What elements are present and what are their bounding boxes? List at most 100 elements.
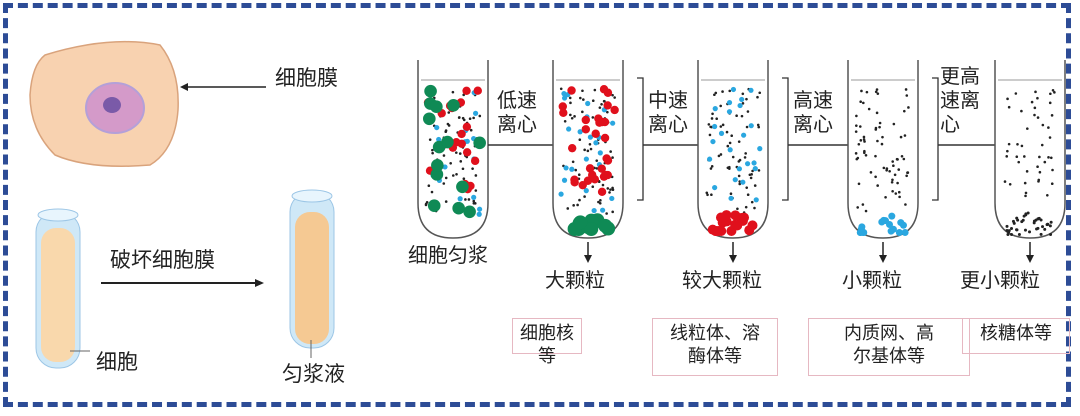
speed-label: 高速 xyxy=(793,88,833,112)
small-particle xyxy=(855,157,859,161)
small-particle xyxy=(874,175,877,179)
small-particle xyxy=(1049,156,1053,160)
red-particle xyxy=(567,86,576,95)
small-particle xyxy=(431,148,434,152)
ribosome-pellet xyxy=(1043,227,1047,231)
small-particle xyxy=(611,156,614,159)
blue-particle xyxy=(610,120,616,126)
blue-particle xyxy=(753,197,759,203)
small-particle xyxy=(1043,160,1047,164)
small-particle xyxy=(719,153,723,156)
small-particle xyxy=(903,134,907,137)
small-particle xyxy=(467,198,471,201)
small-particle xyxy=(454,151,458,154)
microsome-pellet xyxy=(886,220,894,228)
small-particle xyxy=(611,186,614,190)
small-particle xyxy=(459,160,463,163)
red-particle xyxy=(558,102,567,111)
small-particle xyxy=(744,152,747,155)
small-particle xyxy=(444,130,448,134)
small-particle xyxy=(591,116,595,119)
mitochondria-pellet xyxy=(715,212,726,223)
small-particle xyxy=(1033,113,1036,117)
small-particle xyxy=(469,128,473,132)
small-particle xyxy=(898,195,901,199)
ribosome-pellet xyxy=(1048,224,1052,228)
small-particle xyxy=(710,117,714,120)
small-particle xyxy=(611,93,614,97)
small-particle xyxy=(1025,170,1029,173)
red-particle xyxy=(599,85,609,94)
small-particle xyxy=(738,182,742,186)
blue-particle xyxy=(741,132,747,138)
examples-box: 核糖体等 xyxy=(962,318,1070,354)
blue-particle xyxy=(609,195,615,202)
small-particle xyxy=(736,207,739,211)
small-particle xyxy=(864,153,868,157)
small-particle xyxy=(577,173,581,177)
test-tube xyxy=(552,60,624,239)
examples-text: 酶体等 xyxy=(688,346,742,367)
red-particle xyxy=(457,129,466,139)
small-particle xyxy=(858,125,862,128)
small-particle xyxy=(1036,165,1039,168)
red-particle xyxy=(590,175,600,184)
small-particle xyxy=(874,128,878,131)
mitochondria-pellet xyxy=(730,210,741,221)
blue-particle xyxy=(563,165,569,171)
small-particle xyxy=(893,173,897,177)
small-particle xyxy=(751,169,754,173)
small-particle xyxy=(714,91,718,95)
small-particle xyxy=(1037,178,1041,182)
small-particle xyxy=(461,116,465,120)
small-particle xyxy=(856,206,859,209)
small-particle xyxy=(1049,92,1052,96)
small-particle xyxy=(581,110,584,114)
small-particle xyxy=(576,203,579,207)
blue-particle xyxy=(561,95,568,101)
small-particle xyxy=(472,199,476,203)
product-label: 小颗粒 xyxy=(842,268,902,292)
small-particle xyxy=(1038,155,1041,159)
small-particle xyxy=(710,193,713,197)
microsome-pellet xyxy=(858,227,866,235)
green-particle xyxy=(456,180,469,194)
speed-label: 离心 xyxy=(648,112,688,136)
blue-particle xyxy=(583,156,589,162)
small-particle xyxy=(738,158,742,162)
process-label: 破坏细胞膜 xyxy=(110,248,215,272)
blue-particle xyxy=(751,160,757,166)
small-particle xyxy=(570,116,574,120)
small-particle xyxy=(464,198,467,201)
small-particle xyxy=(904,88,908,91)
small-particle xyxy=(892,164,895,168)
small-particle xyxy=(857,142,861,146)
blue-particle xyxy=(436,136,442,143)
blue-particle xyxy=(740,179,746,185)
nucleus-pellet xyxy=(573,215,588,230)
small-particle xyxy=(1038,170,1042,174)
small-particle xyxy=(862,138,866,141)
homogenate-tube xyxy=(289,189,335,349)
small-particle xyxy=(1051,168,1054,172)
blue-particle xyxy=(472,110,479,116)
blue-particle xyxy=(707,156,713,162)
small-particle xyxy=(593,88,597,92)
small-particle xyxy=(874,154,877,158)
blue-particle xyxy=(561,177,568,183)
small-particle xyxy=(591,185,595,189)
small-particle xyxy=(1041,123,1045,127)
small-particle xyxy=(854,130,858,133)
blue-particle xyxy=(471,194,477,200)
homogenate-label: 匀浆液 xyxy=(282,362,345,386)
small-particle xyxy=(745,186,749,189)
product-label: 更小颗粒 xyxy=(960,268,1040,292)
small-particle xyxy=(876,184,879,187)
small-particle xyxy=(462,177,466,180)
small-particle xyxy=(1003,180,1007,183)
small-particle xyxy=(447,111,451,114)
small-particle xyxy=(855,114,858,118)
small-particle xyxy=(428,138,432,141)
small-particle xyxy=(706,193,709,197)
red-particle xyxy=(603,170,612,180)
